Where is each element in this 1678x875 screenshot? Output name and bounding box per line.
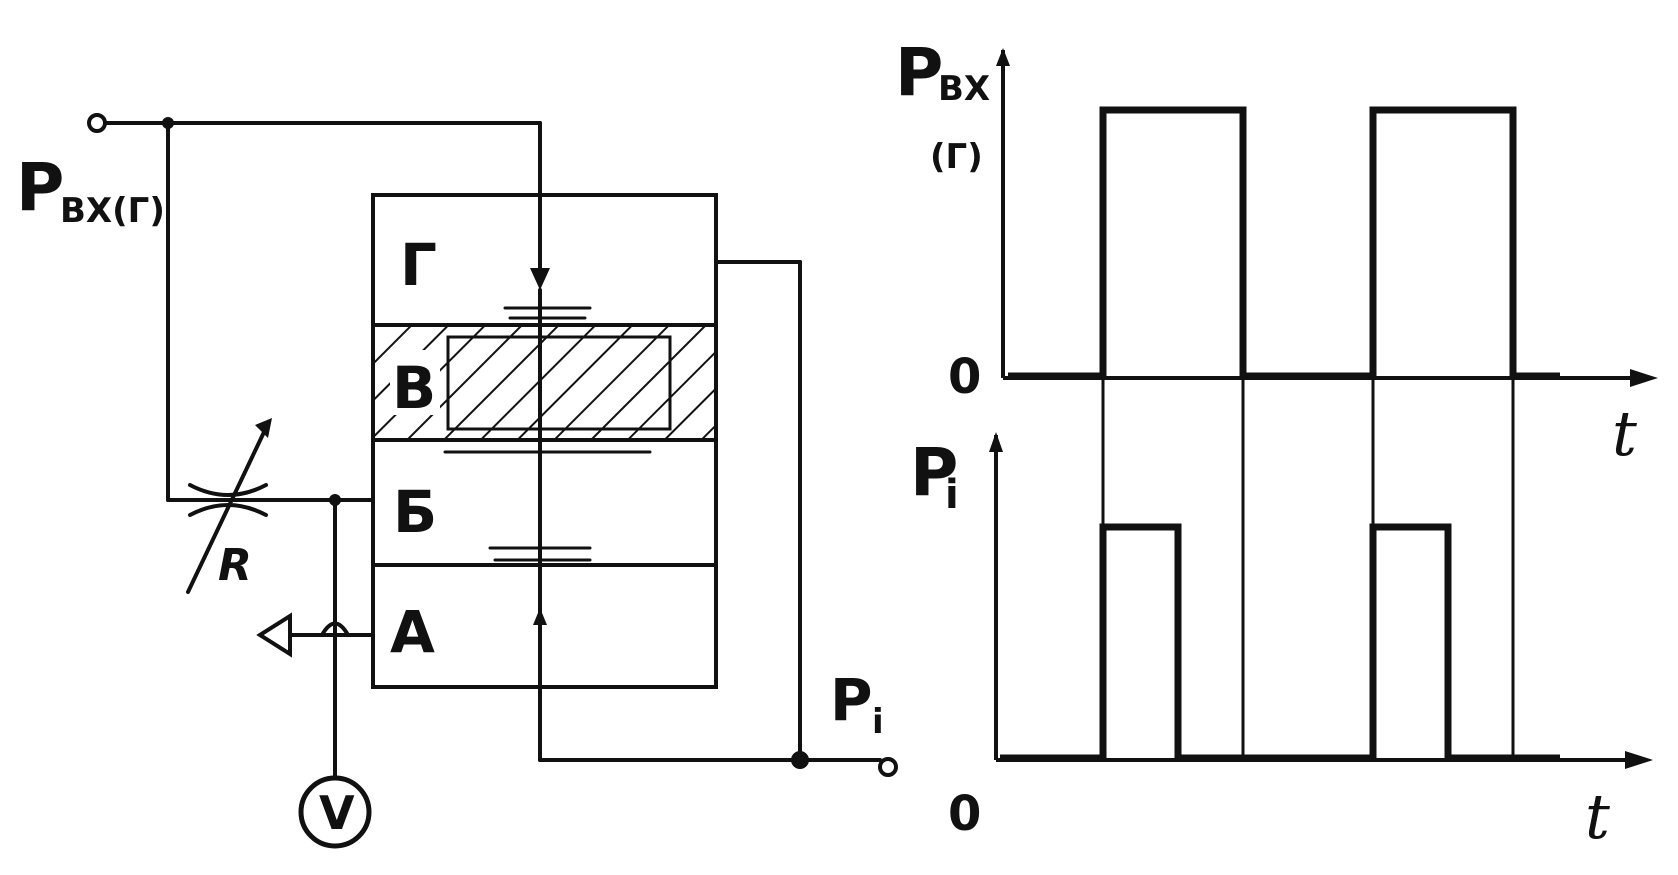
bottom-graph-x-arrow (1625, 751, 1653, 769)
gauge-label: V (319, 786, 355, 840)
output-junction (791, 751, 809, 769)
chamber-label-a: А (390, 598, 435, 666)
input-label-subscript: ВХ(Г) (60, 191, 165, 231)
bottom-graph-origin-label: 0 (948, 786, 981, 842)
top-graph-x-label: t (1612, 397, 1637, 470)
output-terminal (878, 757, 898, 777)
throttle-curve-upper (188, 483, 268, 497)
pressure-gauge (298, 775, 372, 849)
timing-graphs: P ВХ (Г) 0 t P i 0 t (895, 34, 1658, 853)
throttle-adjust-arrow (255, 418, 272, 438)
top-graph-y-label-sub-1: ВХ (938, 69, 990, 109)
chamber-label-b: Б (393, 478, 437, 546)
bottom-graph-y-label-sub: i (945, 472, 959, 518)
timing-reference-lines (1101, 378, 1515, 760)
chamber-label-v: В (392, 354, 436, 422)
circuit-schematic: P ВХ(Г) Г В Б А P i (16, 113, 898, 849)
resistor-label: R (218, 540, 252, 591)
throttle-adjust-line (186, 428, 267, 594)
bottom-graph-y-arrow (989, 432, 1003, 452)
output-label-subscript: i (872, 702, 884, 742)
input-terminal (87, 113, 107, 133)
top-graph-x-arrow (1630, 369, 1658, 387)
top-pulse-waveform (1008, 106, 1560, 380)
output-label: P (830, 666, 873, 734)
bottom-graph-y-label: P (910, 434, 958, 511)
chamber-v-inner (446, 335, 672, 431)
input-label: P (16, 149, 64, 226)
top-graph-y-label: P (895, 34, 943, 111)
chamber-label-g: Г (400, 231, 437, 299)
flow-arrow-up (533, 608, 547, 625)
bottom-graph-x-label: t (1585, 780, 1610, 853)
flow-arrow-down (530, 268, 550, 290)
top-graph-y-label-sub-2: (Г) (930, 137, 983, 177)
top-graph-origin-label: 0 (948, 349, 981, 405)
bottom-pulse-waveform (1000, 523, 1560, 762)
exhaust-nozzle (256, 612, 292, 658)
chamber-label-v-bg (390, 350, 440, 415)
top-graph-y-arrow (996, 48, 1010, 66)
